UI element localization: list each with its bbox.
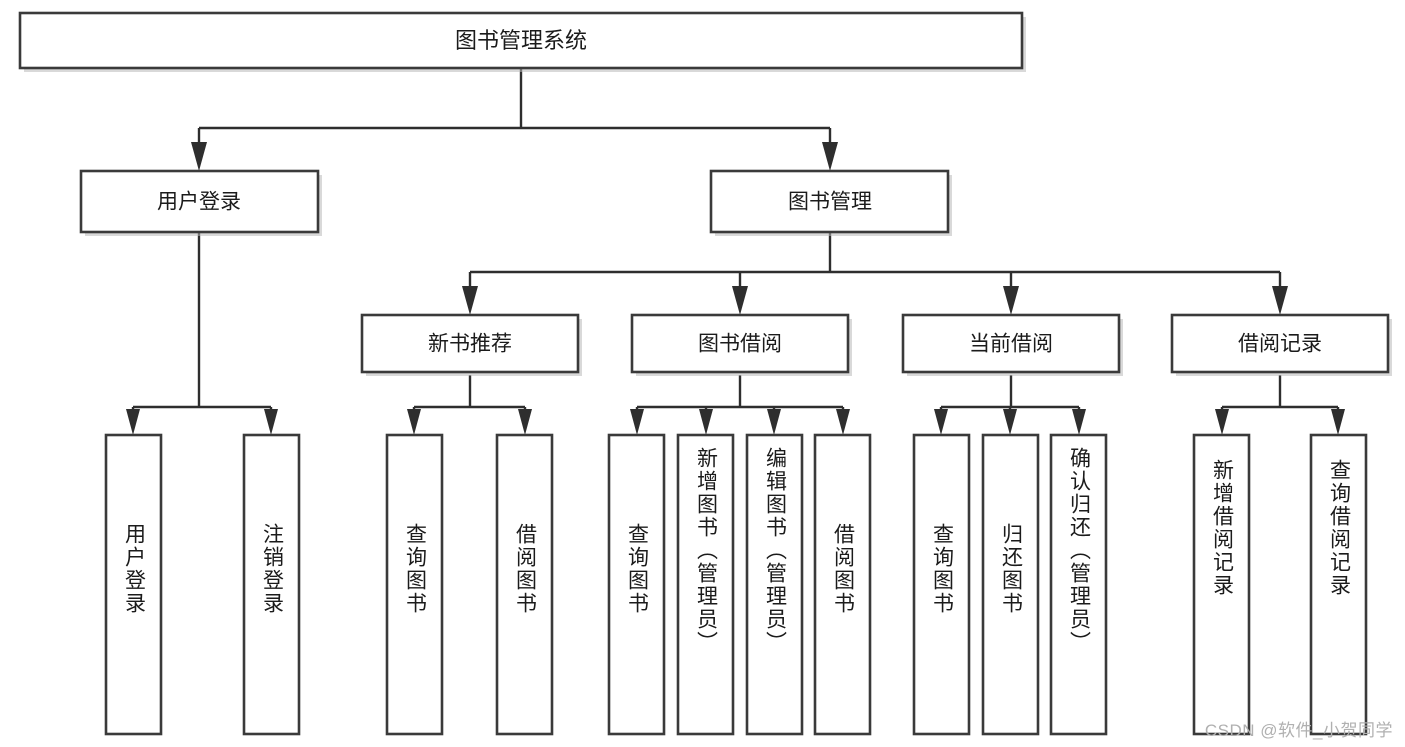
arrow-head-leaf-7 [767,409,781,435]
arrow-head-l2-3 [1003,286,1019,315]
arrow-head-leaf-2 [264,409,278,435]
leaf-box-user-login[interactable] [104,433,163,736]
node-book-borrow[interactable]: 图书借阅 [630,313,852,376]
node-book-borrow-label: 图书借阅 [698,333,782,356]
node-new-book-recommend-label: 新书推荐 [428,333,512,356]
leaf-box-edit-book-admin[interactable] [745,433,804,736]
leaf-box-add-book-admin[interactable] [676,433,735,736]
leaf-box-query-book-borrow[interactable] [607,433,666,736]
node-borrow-record-box[interactable] [1170,313,1390,374]
leaf-box-logout[interactable] [242,433,301,736]
arrow-head-leaf-3 [407,409,421,435]
arrow-head-leaf-4 [518,409,532,435]
arrow-head-leaf-11 [1072,409,1086,435]
node-root-box[interactable] [18,11,1024,70]
node-current-borrow[interactable]: 当前借阅 [901,313,1123,376]
csdn-watermark: CSDN @软件_小贺同学 [1204,721,1393,740]
leaf-box-query-borrow-record[interactable] [1309,433,1368,736]
arrow-head-leaf-10 [1003,409,1017,435]
node-book-management-box[interactable] [709,169,950,234]
arrow-head-leaf-8 [836,409,850,435]
arrow-head-leaf-9 [934,409,948,435]
arrow-head-leaf-13 [1331,409,1345,435]
arrow-head-l2-4 [1272,286,1288,315]
leaf-box-borrow-book-newbook[interactable] [495,433,554,736]
node-borrow-record[interactable]: 借阅记录 [1170,313,1392,376]
arrow-head-l2-2 [732,286,748,315]
leaf-box-return-book[interactable] [981,433,1040,736]
node-book-management[interactable]: 图书管理 [709,169,952,236]
node-root[interactable]: 图书管理系统 [18,11,1026,72]
leaf-boxes-layer [104,433,1368,736]
leaf-box-query-book-newbook[interactable] [385,433,444,736]
leaf-box-borrow-book[interactable] [813,433,872,736]
node-book-borrow-box[interactable] [630,313,850,374]
node-user-login-box[interactable] [79,169,320,234]
node-current-borrow-label: 当前借阅 [969,333,1053,356]
leaf-box-query-book-current[interactable] [912,433,971,736]
arrow-head-leaf-5 [630,409,644,435]
connectors-layer [126,68,1345,435]
arrow-head-leaf-6 [699,409,713,435]
node-current-borrow-box[interactable] [901,313,1121,374]
node-user-login-label: 用户登录 [157,191,241,214]
node-new-book-recommend-box[interactable] [360,313,580,374]
leaf-box-confirm-return-admin[interactable] [1049,433,1108,736]
arrow-head-leaf-1 [126,409,140,435]
node-root-label: 图书管理系统 [455,28,587,53]
node-user-login[interactable]: 用户登录 [79,169,322,236]
arrow-head-l2-1 [462,286,478,315]
arrow-head-leaf-12 [1215,409,1229,435]
arrow-head-bookmgmt [822,142,838,171]
node-new-book-recommend[interactable]: 新书推荐 [360,313,582,376]
leaf-box-add-borrow-record[interactable] [1192,433,1251,736]
node-borrow-record-label: 借阅记录 [1238,333,1322,356]
arrow-head-login [191,142,207,171]
nodes-layer: 图书管理系统 用户登录 图书管理 新书推荐 [18,11,1392,736]
node-book-management-label: 图书管理 [788,191,872,214]
